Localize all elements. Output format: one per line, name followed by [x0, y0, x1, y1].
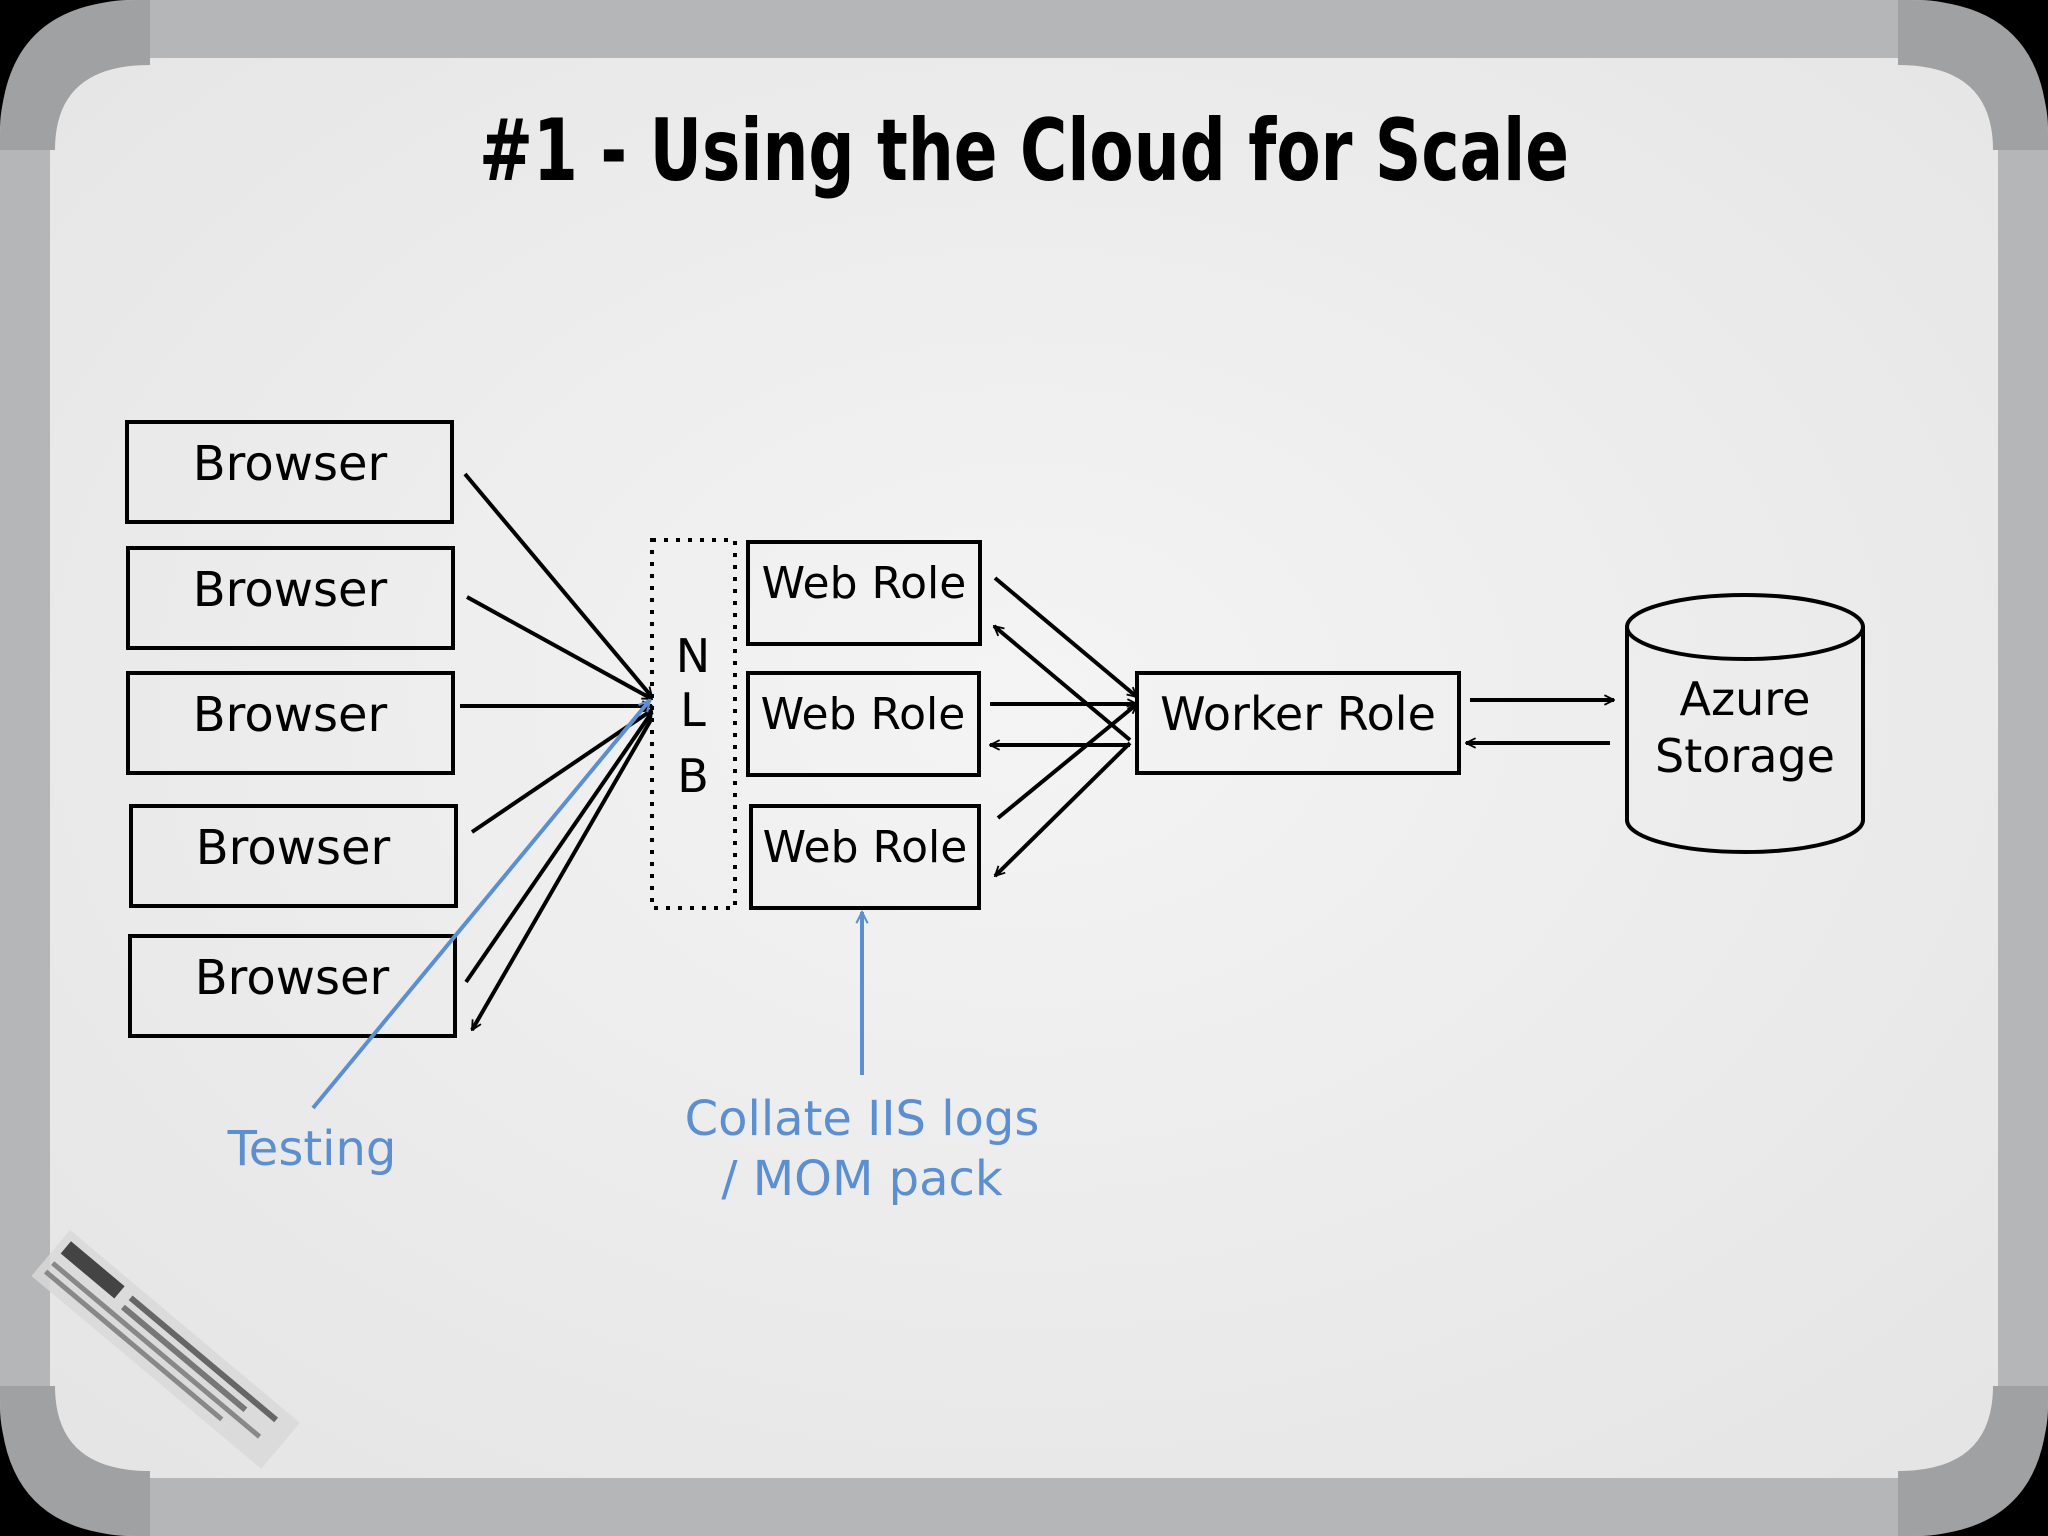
browser-box-1: [125, 420, 454, 524]
storage-label-line-2: Storage: [1655, 729, 1835, 783]
corner-cap-top-left: [0, 0, 150, 150]
corner-cap-bottom-left: [0, 1386, 150, 1536]
corner-cap-bottom-right: [1898, 1386, 2048, 1536]
browser-group: [125, 420, 458, 1038]
web-role-label-1: Web Role: [762, 558, 967, 609]
browser-box-5: [128, 934, 457, 1038]
azure-storage-cylinder: [1625, 593, 1865, 854]
browser-label-5: Browser: [195, 950, 390, 1006]
board-surface: [50, 58, 1998, 1478]
browser-box-3: [126, 671, 455, 775]
testing-arrow: [311, 700, 652, 1110]
web-role-box-2: [746, 671, 981, 777]
browser-label-1: Browser: [193, 436, 388, 492]
web-role-box-1: [746, 540, 982, 646]
nlb-letter-n: N: [676, 629, 710, 683]
webrole-worker-arrows: [990, 576, 1137, 878]
browser-box-2: [126, 546, 455, 650]
collate-annotation-line-2: / MOM pack: [721, 1151, 1003, 1207]
collate-annotation-line-1: Collate IIS logs: [685, 1091, 1040, 1147]
nlb-letter-b: B: [677, 749, 709, 803]
storage-label-line-1: Azure: [1680, 672, 1811, 726]
worker-storage-arrows: [1466, 700, 1614, 743]
web-role-label-3: Web Role: [763, 822, 968, 873]
corner-cap-top-right: [1898, 0, 2048, 150]
worker-role-box: [1135, 671, 1461, 775]
browser-label-3: Browser: [193, 687, 388, 743]
browser-label-4: Browser: [196, 820, 391, 876]
nlb-box: [650, 538, 737, 910]
nlb-letter-l: L: [680, 683, 706, 737]
web-role-label-2: Web Role: [761, 689, 966, 740]
browser-to-nlb-arrows: [460, 472, 652, 1030]
diagram-title: #1 - Using the Cloud for Scale: [479, 101, 1569, 201]
worker-role-label: Worker Role: [1160, 687, 1436, 741]
browser-label-2: Browser: [193, 562, 388, 618]
web-role-box-3: [749, 804, 981, 910]
browser-box-4: [129, 804, 458, 908]
maker-sticker: [31, 1230, 300, 1469]
testing-annotation: Testing: [227, 1121, 397, 1177]
